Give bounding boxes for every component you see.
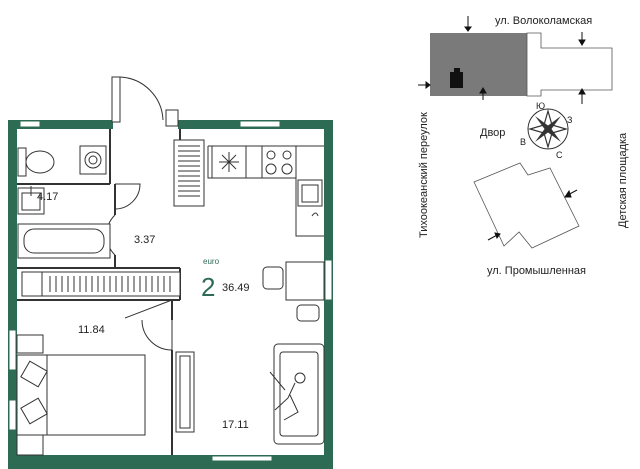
street-west: Тихоокеанский переулок (418, 112, 430, 238)
room-count: 2 (201, 272, 215, 302)
adjacent-building-south (473, 162, 580, 249)
kitchen-vent (311, 212, 319, 217)
apartment-type-label: euro (203, 257, 220, 266)
washing-machine (79, 145, 107, 175)
street-south: ул. Промышленная (487, 265, 586, 277)
dining-table (262, 261, 325, 322)
compass-south: Ю (536, 101, 545, 111)
radiator-hall (21, 271, 181, 297)
entrance-door[interactable] (111, 76, 179, 127)
area-bathroom: 4.17 (37, 191, 58, 203)
compass-rose: Ю З В С (520, 101, 572, 160)
area-bedroom: 11.84 (78, 324, 105, 336)
courtyard-label: Двор (480, 127, 505, 139)
site-plan: Ю З В С ул. Волоколамская ул. Промышленн… (418, 15, 629, 277)
building-block (430, 33, 527, 96)
wardrobe (175, 351, 195, 433)
toilet (17, 147, 55, 177)
area-living-room: 17.11 (222, 419, 249, 431)
compass-west: В (520, 137, 526, 147)
person-sitting-icon (269, 371, 306, 421)
apartment-marker (450, 72, 463, 88)
compass-east: З (567, 115, 572, 125)
windows (8, 120, 333, 462)
bathtub (17, 223, 111, 259)
area-hallway: 3.37 (134, 234, 155, 246)
street-east: Детская площадка (617, 132, 629, 228)
compass-north: С (556, 150, 563, 160)
kitchen-counter (207, 145, 324, 237)
street-north: ул. Волоколамская (495, 15, 592, 27)
fridge-icon (219, 152, 239, 172)
sofa (273, 343, 325, 445)
bathroom-sink (17, 186, 45, 215)
adjacent-building-east (526, 32, 613, 97)
total-area: 36.49 (222, 282, 250, 294)
bed (16, 354, 146, 456)
apartment-plan: 4.17 3.37 11.84 17.11 euro 2 36.49 (8, 76, 333, 469)
entrance-arrows (418, 16, 586, 241)
bedside-table (16, 334, 44, 354)
